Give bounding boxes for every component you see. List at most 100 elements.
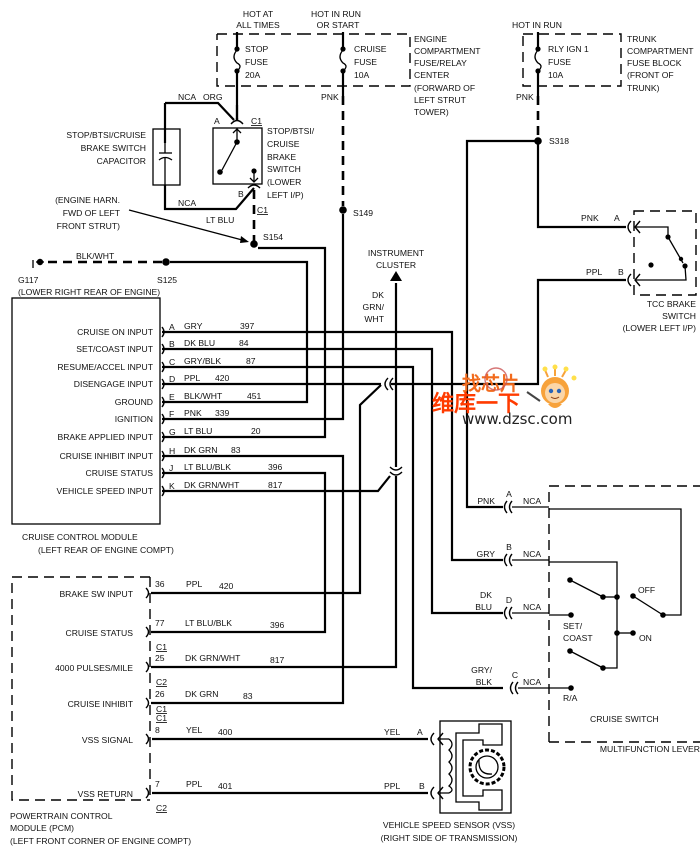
wire-color: LT BLU [184, 426, 212, 436]
pin-letter: G [169, 427, 176, 437]
watermark-url: www.dzsc.com [462, 410, 572, 428]
pin-number: 26 [155, 689, 165, 699]
svg-text:(LOWER: (LOWER [267, 177, 301, 187]
pin-function-label: VSS RETURN [78, 789, 133, 799]
svg-text:POWERTRAIN CONTROL: POWERTRAIN CONTROL [10, 811, 113, 821]
svg-text:TRUNK: TRUNK [627, 34, 657, 44]
nca-label-bottom: NCA [178, 198, 196, 208]
cruise-fuse-pnk-label: PNK [321, 92, 339, 102]
wire-color: PPL [184, 373, 200, 383]
connector-id: C1 [156, 713, 167, 723]
circuit-number: 396 [268, 462, 283, 472]
tcc-pin-b: B [618, 267, 624, 277]
org-label: ORG [203, 92, 223, 102]
multifunction-lever-label: MULTIFUNCTION LEVER [600, 744, 700, 754]
pin-letter: A [169, 322, 175, 332]
wire-color: DK BLU [184, 338, 215, 348]
svg-text:(LEFT FRONT CORNER OF ENGINE: (LEFT FRONT CORNER OF ENGINE COMPT) [10, 836, 191, 846]
svg-text:20A: 20A [245, 70, 261, 80]
circuit-number: 420 [219, 581, 234, 591]
svg-text:STOP: STOP [245, 44, 269, 54]
svg-text:FUSE: FUSE [245, 57, 268, 67]
svg-text:RLY IGN 1: RLY IGN 1 [548, 44, 589, 54]
circuit-number: 451 [247, 391, 262, 401]
capacitor-body [152, 128, 181, 186]
nca-label: NCA [523, 549, 541, 559]
svg-text:FUSE/RELAY: FUSE/RELAY [414, 58, 467, 68]
svg-text:FRONT STRUT): FRONT STRUT) [57, 221, 120, 231]
svg-text:FUSE: FUSE [548, 57, 571, 67]
pin-function-label: CRUISE INHIBIT [68, 699, 134, 709]
pnk-wire-s318-to-tcc [536, 141, 626, 229]
mascot-icon [526, 364, 577, 408]
ground-location: (LOWER RIGHT REAR OF ENGINE) [18, 287, 160, 297]
wire-color: GRY/BLK [184, 356, 221, 366]
svg-text:WHT: WHT [364, 314, 384, 324]
svg-text:SWITCH: SWITCH [662, 311, 696, 321]
position-on: ON [639, 633, 652, 643]
brake-switch-label: STOP/BTSI/ CRUISE BRAKE SWITCH (LOWER LE… [267, 126, 315, 200]
trunk-fuse-block-label: TRUNK COMPARTMENT FUSE BLOCK (FRONT OF T… [627, 34, 694, 93]
svg-text:LEFT I/P): LEFT I/P) [267, 190, 304, 200]
pin-number: 36 [155, 579, 165, 589]
wire-color: DK [480, 590, 492, 600]
circuit-number: 400 [218, 727, 233, 737]
pin-number: 25 [155, 653, 165, 663]
pin-number: 7 [155, 779, 160, 789]
svg-text:LEFT STRUT: LEFT STRUT [414, 95, 467, 105]
circuit-number: 817 [270, 655, 285, 665]
pin-connector [145, 787, 150, 799]
splice-s149 [339, 206, 347, 214]
vehicle-speed-sensor: VEHICLE SPEED SENSOR (VSS) (RIGHT SIDE O… [381, 720, 517, 843]
vss-pin-a: A [417, 727, 423, 737]
pin-function-label: RESUME/ACCEL INPUT [57, 362, 153, 372]
svg-text:COMPARTMENT: COMPARTMENT [414, 46, 481, 56]
svg-text:TOWER): TOWER) [414, 107, 449, 117]
connector-c1-bottom: C1 [257, 205, 268, 215]
engine-fuse-center-box [216, 33, 411, 87]
engine-fuse-center-label: ENGINE COMPARTMENT FUSE/RELAY CENTER (FO… [414, 34, 481, 117]
pin-letter: D [506, 595, 512, 605]
pnk-wire-s318-to-cruise-switch [465, 139, 538, 509]
arrow-up-icon [390, 271, 402, 281]
circuit-number: 339 [215, 408, 230, 418]
splice-s149-label: S149 [353, 208, 373, 218]
splice-s318-label: S318 [549, 136, 569, 146]
svg-text:TCC BRAKE: TCC BRAKE [647, 299, 696, 309]
pin-letter: C [512, 670, 518, 680]
circuit-number: 84 [239, 338, 249, 348]
svg-text:VEHICLE SPEED SENSOR (VSS): VEHICLE SPEED SENSOR (VSS) [383, 820, 515, 830]
pin-connector [145, 697, 150, 709]
wire-color: BLK [476, 677, 493, 687]
nca-label: NCA [523, 677, 541, 687]
hot-in-run-or-start-label-1: HOT IN RUN [311, 9, 361, 19]
splice-s154-label: S154 [263, 232, 283, 242]
rly-fuse-pnk-label: PNK [516, 92, 534, 102]
pin-function-label: SET/COAST INPUT [76, 344, 153, 354]
pin-function-label: VSS SIGNAL [82, 735, 133, 745]
wire-color: DK GRN [185, 689, 218, 699]
wire-color: LT BLU/BLK [185, 618, 232, 628]
svg-text:CRUISE: CRUISE [267, 139, 300, 149]
pin-letter: C [169, 357, 175, 367]
position-off: OFF [638, 585, 655, 595]
svg-text:BRAKE SWITCH: BRAKE SWITCH [81, 143, 146, 153]
svg-text:(ENGINE HARN.: (ENGINE HARN. [55, 195, 120, 205]
svg-text:ENGINE: ENGINE [414, 34, 447, 44]
pin-connector [503, 500, 513, 514]
wire-color: DK GRN/WHT [184, 480, 240, 490]
tcc-brake-switch: PNK A PPL B TCC BRAKE SWITCH (LOWER LEFT… [581, 210, 697, 333]
wire-color: GRY/ [471, 665, 492, 675]
hot-at-all-times-label-1: HOT AT [243, 9, 274, 19]
wire-color: BLK/WHT [184, 391, 223, 401]
